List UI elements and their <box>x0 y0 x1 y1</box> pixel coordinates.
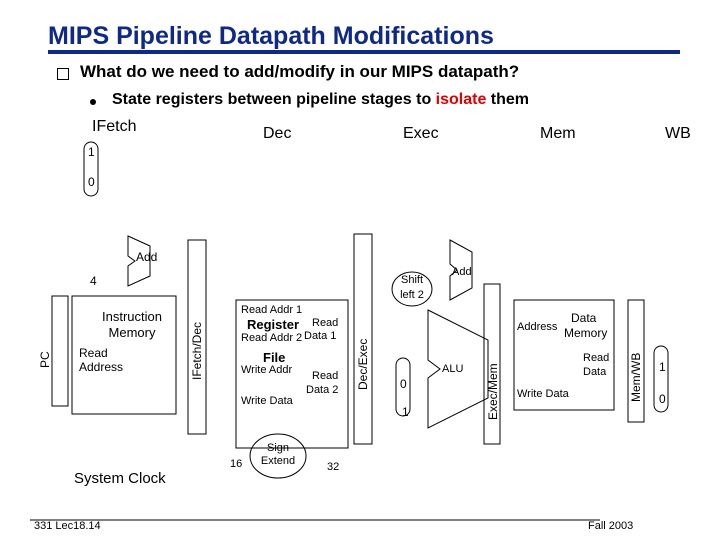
shift-line2: left 2 <box>400 289 424 301</box>
stage-mem: Mem <box>540 125 576 142</box>
sign-extend-out-width: 32 <box>327 461 340 473</box>
system-clock-label: System Clock <box>74 470 166 487</box>
shift-line1: Shift <box>400 274 423 286</box>
stage-ifetch: IFetch <box>92 118 137 135</box>
register-file-shape <box>235 299 349 449</box>
bullet2-mid: between pipeline stages to <box>223 91 436 108</box>
idex-register-shape <box>353 233 373 445</box>
dmem-data: Data <box>571 311 597 325</box>
rf-read: Read <box>312 317 339 329</box>
bullet2-suffix: them <box>486 91 530 108</box>
pc-mux-in1: 1 <box>88 145 95 159</box>
footer-course: 331 Lec18.14 <box>34 520 101 532</box>
alu-mux-in1: 1 <box>402 405 409 419</box>
dmem-read-data: Data <box>583 366 607 378</box>
pc-mux-shape <box>83 141 99 197</box>
exmem-register-shape <box>483 283 501 445</box>
shift-left2-shape <box>391 271 433 307</box>
pc-label: PC <box>38 351 52 368</box>
sign-extend-line2: Extend <box>260 455 296 467</box>
imem-read-line2: Address <box>79 360 124 374</box>
alu-mux-in0: 0 <box>400 377 407 391</box>
ifid-register-label: IFetch/Dec <box>190 321 204 380</box>
imem-title-line1: Instruction <box>102 309 162 324</box>
wb-mux-shape <box>653 345 669 413</box>
branch-adder-shape <box>449 239 473 301</box>
footer-term: Fall 2003 <box>588 520 634 532</box>
rf-write-addr: Write Addr <box>241 364 293 376</box>
bullet-question: What do we need to add/modify in our MIP… <box>80 62 520 81</box>
idex-register-label: Dec/Exec <box>356 338 370 390</box>
sign-extend-line1: Sign <box>266 442 290 454</box>
stage-wb: WB <box>665 125 691 142</box>
imem-title-line2: Memory <box>108 325 156 340</box>
rf-read2: Read <box>312 370 339 382</box>
pc-adder-label: Add <box>136 250 158 264</box>
dmem-write-data: Write Data <box>517 388 569 400</box>
pc-adder-const: 4 <box>90 274 97 288</box>
imem-read-line1: Read <box>79 346 108 360</box>
branch-adder-label: Add <box>452 266 472 278</box>
rf-register: Register <box>247 317 300 332</box>
memwb-register-shape <box>627 299 645 423</box>
sign-extend-shape <box>249 433 307 479</box>
bullet2-isolate: isolate <box>435 91 487 108</box>
dmem-memory: Memory <box>564 326 608 340</box>
rf-data2: Data 2 <box>306 384 339 396</box>
dmem-address: Address <box>517 321 558 333</box>
wb-mux-in1: 1 <box>659 360 666 374</box>
sign-extend-in-width: 16 <box>230 458 243 470</box>
instruction-memory-shape <box>71 295 177 415</box>
stage-dec: Dec <box>263 125 292 142</box>
memwb-register-label: Mem/WB <box>629 352 643 402</box>
rf-read-addr2: Read Addr 2 <box>241 332 303 344</box>
pc-register-shape <box>51 295 69 407</box>
title-underline <box>48 50 680 54</box>
pc-adder-shape <box>127 235 151 287</box>
rf-read-addr1: Read Addr 1 <box>241 304 303 316</box>
alu-label: ALU <box>442 363 464 375</box>
ifid-register-shape <box>187 239 207 435</box>
bullet2-prefix: State registers <box>112 91 224 108</box>
stage-exec: Exec <box>403 125 439 142</box>
alu-mux-shape <box>395 357 411 417</box>
rf-data1: Data 1 <box>304 330 337 342</box>
rf-write-data: Write Data <box>241 395 293 407</box>
pc-mux-in0: 0 <box>88 175 95 189</box>
round-bullet-icon <box>90 99 96 105</box>
bullet-state-registers: State registers between pipeline stages … <box>112 91 529 109</box>
dmem-read: Read <box>583 352 610 364</box>
exmem-register-label: Exec/Mem <box>486 363 500 420</box>
wb-mux-in0: 0 <box>659 392 666 406</box>
data-memory-shape <box>513 299 615 411</box>
page-title: MIPS Pipeline Datapath Modifications <box>48 22 494 50</box>
rf-file: File <box>263 350 286 365</box>
alu-shape <box>427 309 489 429</box>
square-bullet-icon <box>57 68 69 80</box>
